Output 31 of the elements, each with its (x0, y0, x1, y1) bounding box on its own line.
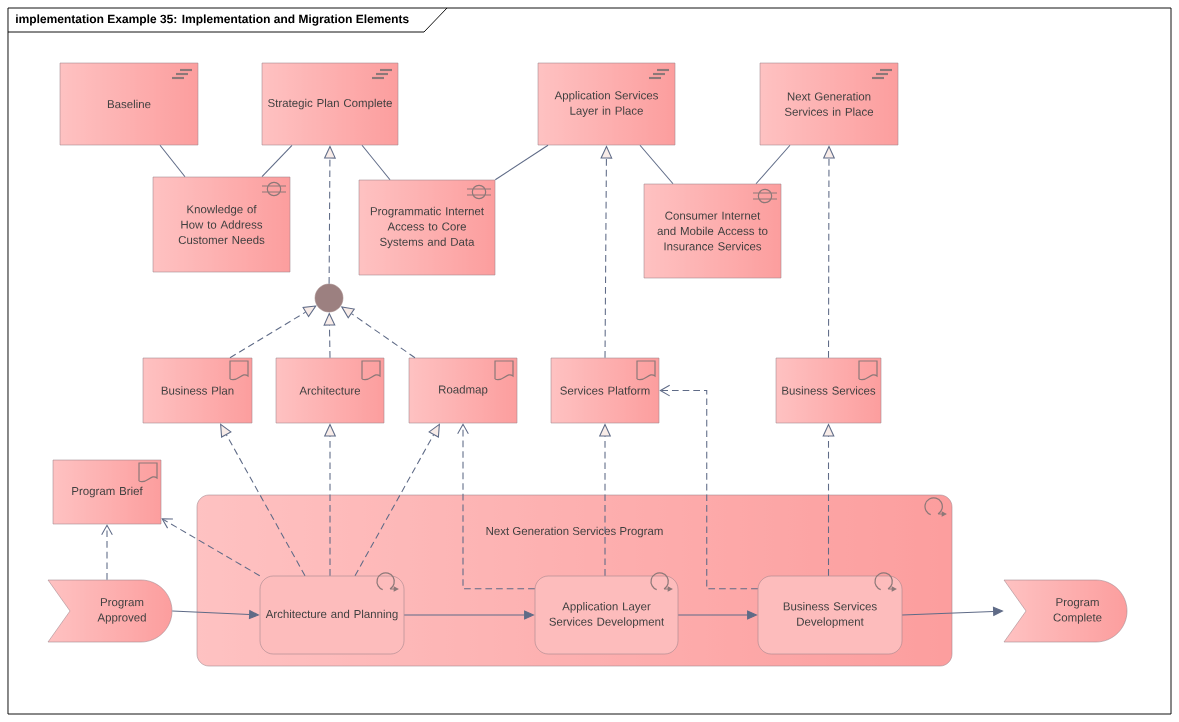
element-box: Strategic Plan Complete (261, 62, 399, 146)
frame-title: implementation Example 35: Implementation and Migration Elements (7, 7, 448, 33)
association-line (361, 144, 391, 181)
element-box: Business Plan (142, 357, 253, 424)
association-line (639, 144, 674, 185)
element-box: Knowledge of How to Address Customer Needs (152, 176, 291, 273)
element-box: Architecture (275, 357, 385, 424)
association-line (261, 144, 293, 178)
dependency-arrow (659, 384, 759, 590)
element-box: Baseline (59, 62, 199, 146)
element-box: Application Services Layer in Place (537, 62, 676, 146)
element-box: Next Generation Services in Place (759, 62, 899, 146)
association-line (159, 144, 186, 178)
dependency-arrow (229, 305, 317, 359)
association-line (755, 144, 791, 185)
work-package-box: Application Layer Services Development (534, 575, 679, 655)
dependency-arrow (101, 524, 113, 581)
element-box: Roadmap (408, 357, 518, 424)
association-line (494, 144, 549, 181)
element-box: Program Brief (52, 459, 162, 525)
dependency-arrow (457, 423, 536, 590)
dependency-arrow (354, 423, 440, 577)
element-box: Programmatic Internet Access to Core Systems and Data (358, 179, 496, 276)
work-package-box: Business Services Development (757, 575, 903, 655)
element-box: Services Platform (550, 357, 660, 424)
element-box: Consumer Internet and Mobile Access to Insurance Services (643, 183, 782, 279)
work-package-box: Architecture and Planning (259, 575, 405, 655)
element-box: Business Services (775, 357, 882, 424)
dependency-arrow (161, 518, 261, 577)
junction-circle (314, 283, 344, 313)
dependency-arrow (220, 423, 306, 577)
